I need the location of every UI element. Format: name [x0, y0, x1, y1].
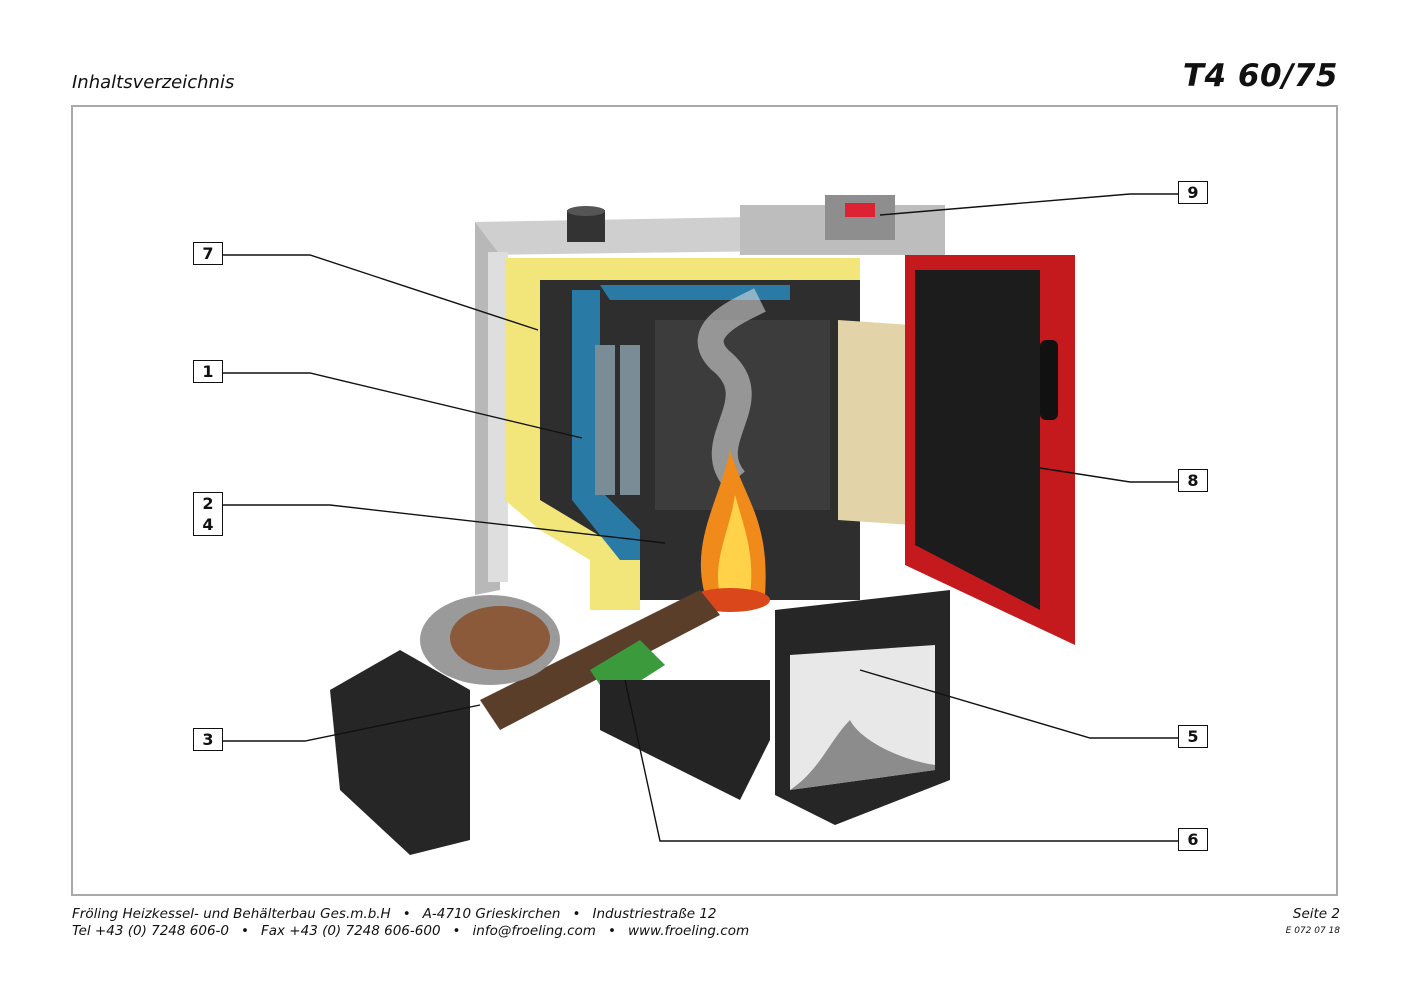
door-handle	[1040, 340, 1058, 420]
leader-line-6	[624, 679, 1178, 842]
stoker-auger-tube	[480, 590, 720, 730]
housing-side	[488, 252, 508, 582]
footer-line-2: Tel +43 (0) 7248 606-0•Fax +43 (0) 7248 …	[72, 923, 750, 939]
heat-exchanger-tube	[595, 345, 615, 495]
flame-core	[717, 495, 752, 595]
heat-exchanger-tube	[620, 345, 640, 495]
leader-line-5	[859, 669, 1178, 739]
fax: Fax +43 (0) 7248 606-600	[260, 923, 441, 939]
leader-line-8	[1039, 467, 1178, 483]
callout-6: 6	[1178, 828, 1208, 851]
smoke-plume	[697, 288, 766, 489]
ash-content	[790, 720, 935, 790]
address-city: A-4710 Grieskirchen	[422, 906, 561, 922]
address-street: Industriestraße 12	[592, 906, 717, 922]
phone: Tel +43 (0) 7248 606-0	[72, 923, 229, 939]
footer-line-1: Fröling Heizkessel- und Behälterbau Ges.…	[72, 906, 717, 922]
section-title: Inhaltsverzeichnis	[72, 72, 235, 93]
water-jacket-top	[600, 285, 790, 300]
company-name: Fröling Heizkessel- und Behälterbau Ges.…	[72, 906, 391, 922]
water-jacket	[572, 290, 640, 560]
document-code: E 072 07 18	[1285, 926, 1340, 936]
refractory-lining	[838, 320, 912, 525]
callout-1: 1	[193, 360, 223, 383]
base-rail	[600, 680, 770, 800]
page-number: Seite 2	[1292, 906, 1340, 922]
footer-contact: Fröling Heizkessel- und Behälterbau Ges.…	[72, 906, 749, 940]
rotary-valve-pellets	[450, 606, 550, 670]
leader-line-1	[222, 372, 583, 439]
callout-3: 3	[193, 728, 223, 751]
drive-housing	[330, 650, 470, 855]
email-link[interactable]: info@froeling.com	[472, 923, 596, 939]
flue-pipe-top	[567, 206, 605, 216]
leader-line-7	[222, 254, 539, 331]
leader-line-2-4	[222, 504, 666, 544]
door-inner	[915, 270, 1040, 610]
callout-2-4: 2 4	[193, 492, 223, 536]
callout-8: 8	[1178, 469, 1208, 492]
callout-5: 5	[1178, 725, 1208, 748]
illustration-frame	[71, 105, 1338, 896]
control-panel	[825, 195, 895, 240]
model-title: T4 60/75	[1182, 58, 1338, 94]
leader-lines	[222, 193, 1178, 842]
callout-7: 7	[193, 242, 223, 265]
display	[845, 203, 875, 217]
callout-9: 9	[1178, 181, 1208, 204]
leader-line-9	[879, 193, 1178, 216]
web-link[interactable]: www.froeling.com	[627, 923, 750, 939]
leader-line-3	[222, 704, 481, 742]
footer-page-info: Seite 2 E 072 07 18	[1286, 906, 1340, 938]
